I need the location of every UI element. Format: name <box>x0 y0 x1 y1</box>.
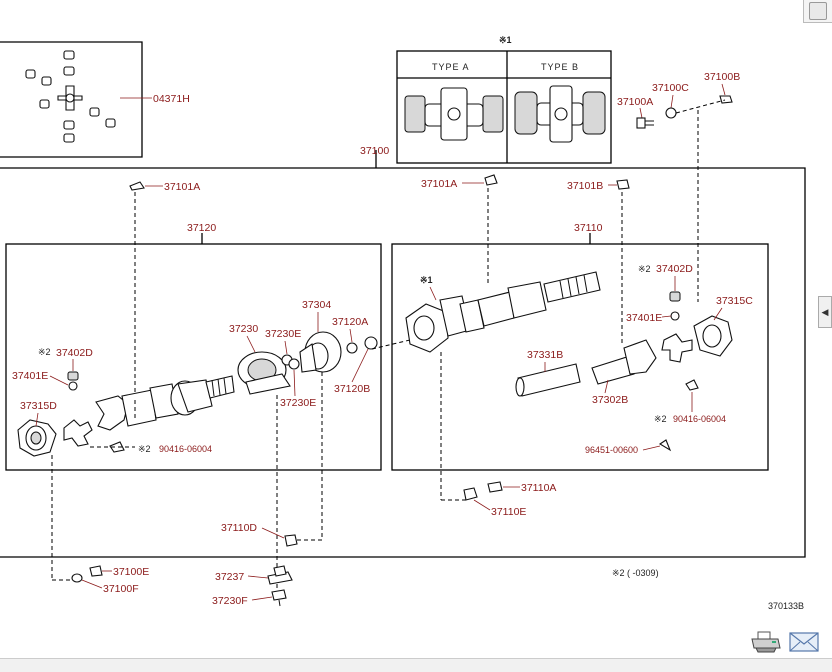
label-37230F[interactable]: 37230F <box>212 595 248 607</box>
printer-icon <box>751 631 781 653</box>
label-37101B[interactable]: 37101B <box>567 180 603 192</box>
clip-37101A-left <box>129 181 145 191</box>
label-90416-right[interactable]: 90416-06004 <box>673 414 726 424</box>
assembly-box-37120 <box>5 243 382 471</box>
bolt-37110A <box>487 481 503 493</box>
clip-37101B <box>616 179 630 190</box>
print-button[interactable] <box>750 630 782 654</box>
spider-kit-illustration <box>25 50 116 143</box>
label-37315C[interactable]: 37315C <box>716 295 753 307</box>
label-37304[interactable]: 37304 <box>302 299 331 311</box>
label-96451[interactable]: 96451-00600 <box>585 445 638 455</box>
label-37402D-left[interactable]: 37402D <box>56 347 93 359</box>
vertical-scrollbar[interactable] <box>803 0 832 23</box>
nut-37110D <box>284 534 298 547</box>
envelope-icon <box>789 632 819 652</box>
label-37101A-mid[interactable]: 37101A <box>421 178 457 190</box>
label-37120A[interactable]: 37120A <box>332 316 368 328</box>
label-37315D[interactable]: 37315D <box>20 400 57 412</box>
label-37120B[interactable]: 37120B <box>334 383 370 395</box>
label-90416-left[interactable]: 90416-06004 <box>159 444 212 454</box>
label-04371H[interactable]: 04371H <box>153 93 190 105</box>
email-button[interactable] <box>788 630 820 654</box>
nut-37100B <box>719 95 733 104</box>
type-b-label: TYPE B <box>541 62 579 72</box>
mark1-right: ※1 <box>420 275 433 285</box>
label-37401E-left[interactable]: 37401E <box>12 370 48 382</box>
nut-37100E <box>89 565 103 577</box>
label-37120[interactable]: 37120 <box>187 222 216 234</box>
label-37237[interactable]: 37237 <box>215 571 244 583</box>
type-b-joint-illustration <box>514 85 606 143</box>
spider-kit-box: 04371H <box>0 41 190 158</box>
label-37230E-bottom[interactable]: 37230E <box>280 397 316 409</box>
label-37401E-right[interactable]: 37401E <box>626 312 662 324</box>
diagram-code: 370133B <box>768 601 804 611</box>
bolt-37230F <box>271 589 287 607</box>
footnote-mark2: ※2 ( -0309) <box>612 568 659 578</box>
mark2-right-bolt: ※2 <box>654 414 667 424</box>
type-a-joint-illustration <box>404 87 504 141</box>
horizontal-scrollbar[interactable] <box>0 658 832 672</box>
joint-type-box: ※1 TYPE A TYPE B <box>396 35 612 164</box>
front-propeller-shaft-illustration <box>405 271 733 452</box>
mark2-left: ※2 <box>38 347 51 357</box>
clip-37101A-mid <box>484 174 498 186</box>
label-37230E-top[interactable]: 37230E <box>265 328 301 340</box>
mark2-right-top: ※2 <box>638 264 651 274</box>
rear-propeller-shaft-illustration <box>17 331 378 457</box>
washer-37100C <box>665 107 677 119</box>
scroll-thumb[interactable] <box>809 2 827 20</box>
type-box-mark: ※1 <box>499 35 512 45</box>
label-37100A[interactable]: 37100A <box>617 96 653 108</box>
label-37100E[interactable]: 37100E <box>113 566 149 578</box>
assembly-box-37110 <box>391 243 769 471</box>
label-37110D[interactable]: 37110D <box>221 522 257 534</box>
type-a-label: TYPE A <box>432 62 470 72</box>
collapse-arrow-icon[interactable]: ◀ <box>818 296 832 328</box>
bolt-37100A <box>636 117 654 129</box>
label-37331B[interactable]: 37331B <box>527 349 563 361</box>
mark2-bolt-left: ※2 <box>138 444 151 454</box>
label-37110A[interactable]: 37110A <box>521 482 556 494</box>
washer-37100F <box>71 573 83 583</box>
label-37110E[interactable]: 37110E <box>491 506 526 518</box>
label-37101A-left[interactable]: 37101A <box>164 181 200 193</box>
label-37100[interactable]: 37100 <box>360 145 389 157</box>
label-37402D-right[interactable]: 37402D <box>656 263 693 275</box>
label-37100B[interactable]: 37100B <box>704 71 740 83</box>
label-37302B[interactable]: 37302B <box>592 394 628 406</box>
label-37100F[interactable]: 37100F <box>103 583 139 595</box>
label-37230[interactable]: 37230 <box>229 323 258 335</box>
bracket-37237 <box>267 565 293 585</box>
assembly-box-37100 <box>0 167 806 558</box>
label-37100C[interactable]: 37100C <box>652 82 689 94</box>
label-37110[interactable]: 37110 <box>574 222 603 234</box>
nut-37110E <box>463 487 478 501</box>
